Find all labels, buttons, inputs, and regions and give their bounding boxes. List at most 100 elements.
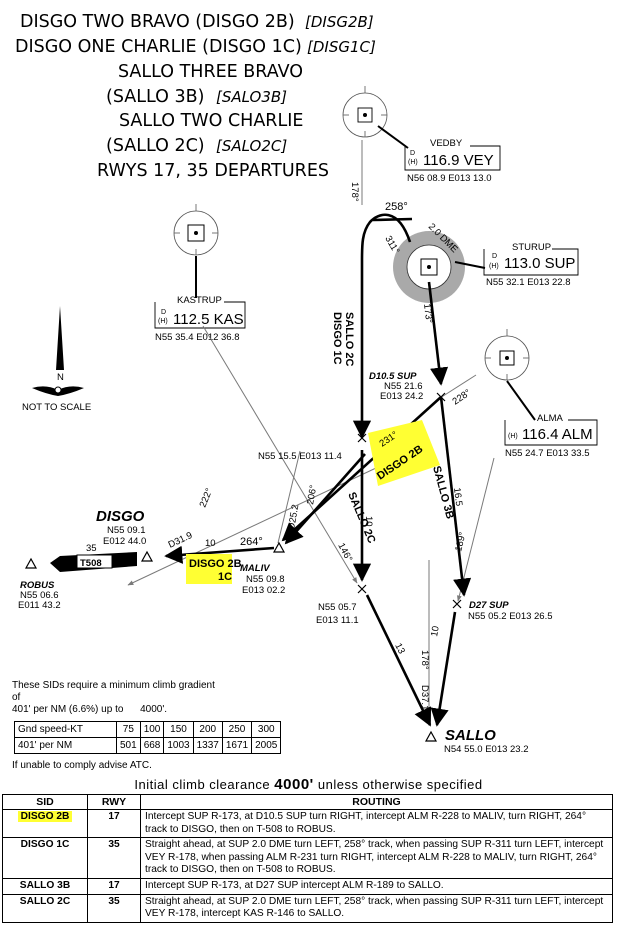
code-disg1c: [DISG1C] <box>307 38 376 56</box>
maliv-lon: E013 02.2 <box>242 585 285 596</box>
code-salo2c: [SALO2C] <box>216 137 287 155</box>
kastrup-vor-rose <box>173 204 219 256</box>
dist-10-sallo2c: 10 <box>363 516 374 527</box>
d105-lon: E013 24.2 <box>380 391 423 402</box>
speed-cell: 200 <box>192 721 223 738</box>
speed-cell: 300 <box>251 721 282 738</box>
robus-lon: E011 43.2 <box>18 600 61 611</box>
vedby-info-box: VEDBY D (H) 116.9 VEY N56 08.9 E013 13.0 <box>404 138 501 184</box>
dist-16-5: 16.5 <box>451 487 464 507</box>
speed-cell: 250 <box>221 721 253 738</box>
alma-vor-rose <box>484 329 530 381</box>
mid-fix-coords: N55 15.5 E013 11.4 <box>258 451 342 462</box>
route-to-sallo-b <box>430 611 457 727</box>
hdg-258: 258° <box>385 201 408 213</box>
sturup-info-box: STURUP D (H) 113.0 SUP N55 32.1 E013 22.… <box>483 242 579 288</box>
rate-cell: 501 <box>116 737 141 754</box>
title-runways: RWYS 17, 35 DEPARTURES <box>97 161 329 181</box>
table-row: DISGO 1C 35 Straight ahead, at SUP 2.0 D… <box>2 837 613 879</box>
fix-labels: D10.5 SUP N55 21.6 E013 24.2 N55 15.5 E0… <box>18 371 553 755</box>
title-disgo1c: DISGO ONE CHARLIE (DISGO 1C) <box>15 37 302 57</box>
not-to-scale-note: NOT TO SCALE <box>22 402 91 413</box>
sid-cell: SALLO 2C <box>2 893 88 923</box>
north-label: N <box>57 372 64 383</box>
header-routing: ROUTING <box>140 794 613 810</box>
gnd-speed-label: Gnd speed-KT <box>14 721 117 738</box>
rate-cell: 1003 <box>163 737 194 754</box>
route-sallo3b <box>439 396 472 597</box>
sturup-h: (H) <box>489 263 499 270</box>
table-row: 401' per NM 501 668 1003 1337 1671 2005 <box>14 737 282 754</box>
rwy-cell: 35 <box>87 893 141 923</box>
route-diagram: DISGO TWO BRAVO (DISGO 2B) [DISG2B] DISG… <box>15 12 598 755</box>
fix-markers <box>24 392 462 742</box>
routing-cell: Straight ahead, at SUP 2.0 DME turn LEFT… <box>140 837 613 879</box>
radials <box>127 140 495 715</box>
routing-cell: Intercept SUP R-173, at D27 SUP intercep… <box>140 877 613 895</box>
vedby-name: VEDBY <box>430 138 463 149</box>
sid-cell: SALLO 3B <box>2 877 88 895</box>
dist-d37-1: D37.1 <box>419 685 430 710</box>
d27-name: D27 SUP <box>469 600 509 611</box>
rate-cell: 668 <box>139 737 165 754</box>
rwy-cell: 17 <box>87 808 141 839</box>
clearance-post: unless otherwise specified <box>317 777 483 792</box>
code-salo3b: [SALO3B] <box>216 88 287 106</box>
table-row: SALLO 2C 35 Straight ahead, at SUP 2.0 D… <box>2 893 613 923</box>
climb-line3: 401' per NM (6.6%) up to <box>12 704 124 715</box>
clearance-pre: Initial climb clearance <box>134 777 271 792</box>
disgo1c-suffix: 1C <box>218 571 232 583</box>
radial-178-vey: 178° <box>349 182 360 202</box>
sallo-coords: N54 55.0 E013 23.2 <box>444 744 529 755</box>
alma-info-box: ALMA (H) 116.4 ALM N55 24.7 E013 33.5 <box>504 413 598 459</box>
sturup-d: D <box>492 253 497 260</box>
route-173-leg <box>427 281 449 386</box>
rate-cell: 1671 <box>221 737 253 754</box>
route-258-leg <box>372 217 413 222</box>
sturup-leader <box>454 261 486 269</box>
header-rwy: RWY <box>87 794 141 810</box>
rwy-cell: 35 <box>87 837 141 879</box>
clearance-altitude: 4000' <box>274 776 314 793</box>
kastrup-name: KASTRUP <box>177 295 222 306</box>
d27-coords: N55 05.2 E013 26.5 <box>468 611 553 622</box>
vedby-leader <box>377 125 409 149</box>
disgo-lat: N55 09.1 <box>107 525 146 536</box>
d105-lat: N55 21.6 <box>384 381 423 392</box>
radial-206: 206° <box>305 484 319 505</box>
speed-cell: 75 <box>116 721 141 738</box>
hdg-264: 264° <box>240 536 263 548</box>
table-row: SALLO 3B 17 Intercept SUP R-173, at D27 … <box>2 877 613 895</box>
speed-cell: 150 <box>163 721 194 738</box>
maliv-lat: N55 09.8 <box>246 574 285 585</box>
header-sid: SID <box>2 794 88 810</box>
alma-name: ALMA <box>537 413 564 424</box>
vedby-d: D <box>410 150 415 157</box>
climb-altitude: 4000'. <box>140 704 168 715</box>
routing-cell: Intercept SUP R-173, at D10.5 SUP turn R… <box>140 808 613 839</box>
fix2c-lat: N55 05.7 <box>318 602 357 613</box>
title-sallo2c-short: (SALLO 2C) <box>106 136 205 156</box>
routing-table: SID RWY ROUTING DISGO 2B 17 Intercept SU… <box>2 794 613 923</box>
radial-173: 173° <box>421 303 434 324</box>
radial-178-sallo: 178° <box>419 650 430 670</box>
robus-lat: N55 06.6 <box>20 590 59 601</box>
t508-distance: 35 <box>86 543 97 554</box>
title-sallo2c: SALLO TWO CHARLIE <box>119 111 303 131</box>
dist-10-sallo: 10 <box>429 625 442 637</box>
alma-coords: N55 24.7 E013 33.5 <box>505 448 590 459</box>
kastrup-h: (H) <box>158 318 168 325</box>
robus-name: ROBUS <box>20 580 55 591</box>
disgo2b-label-line: DISGO 2B <box>189 558 242 570</box>
t508-airway: T508 35 <box>50 543 137 572</box>
dist-d25-2: D25.2 <box>286 504 301 531</box>
climb-gradient-note: These SIDs require a minimum climb gradi… <box>12 680 215 716</box>
climb-line2: of <box>12 692 21 703</box>
radial-228: 228° <box>451 387 474 407</box>
speed-cell: 100 <box>139 721 165 738</box>
kastrup-info-box: KASTRUP D (H) 112.5 KAS N55 35.4 E012 36… <box>154 295 246 343</box>
initial-clearance: Initial climb clearance 4000' unless oth… <box>6 776 611 793</box>
dist-d31-9: D31.9 <box>167 530 195 551</box>
sid-cell: DISGO 2B <box>2 808 88 839</box>
